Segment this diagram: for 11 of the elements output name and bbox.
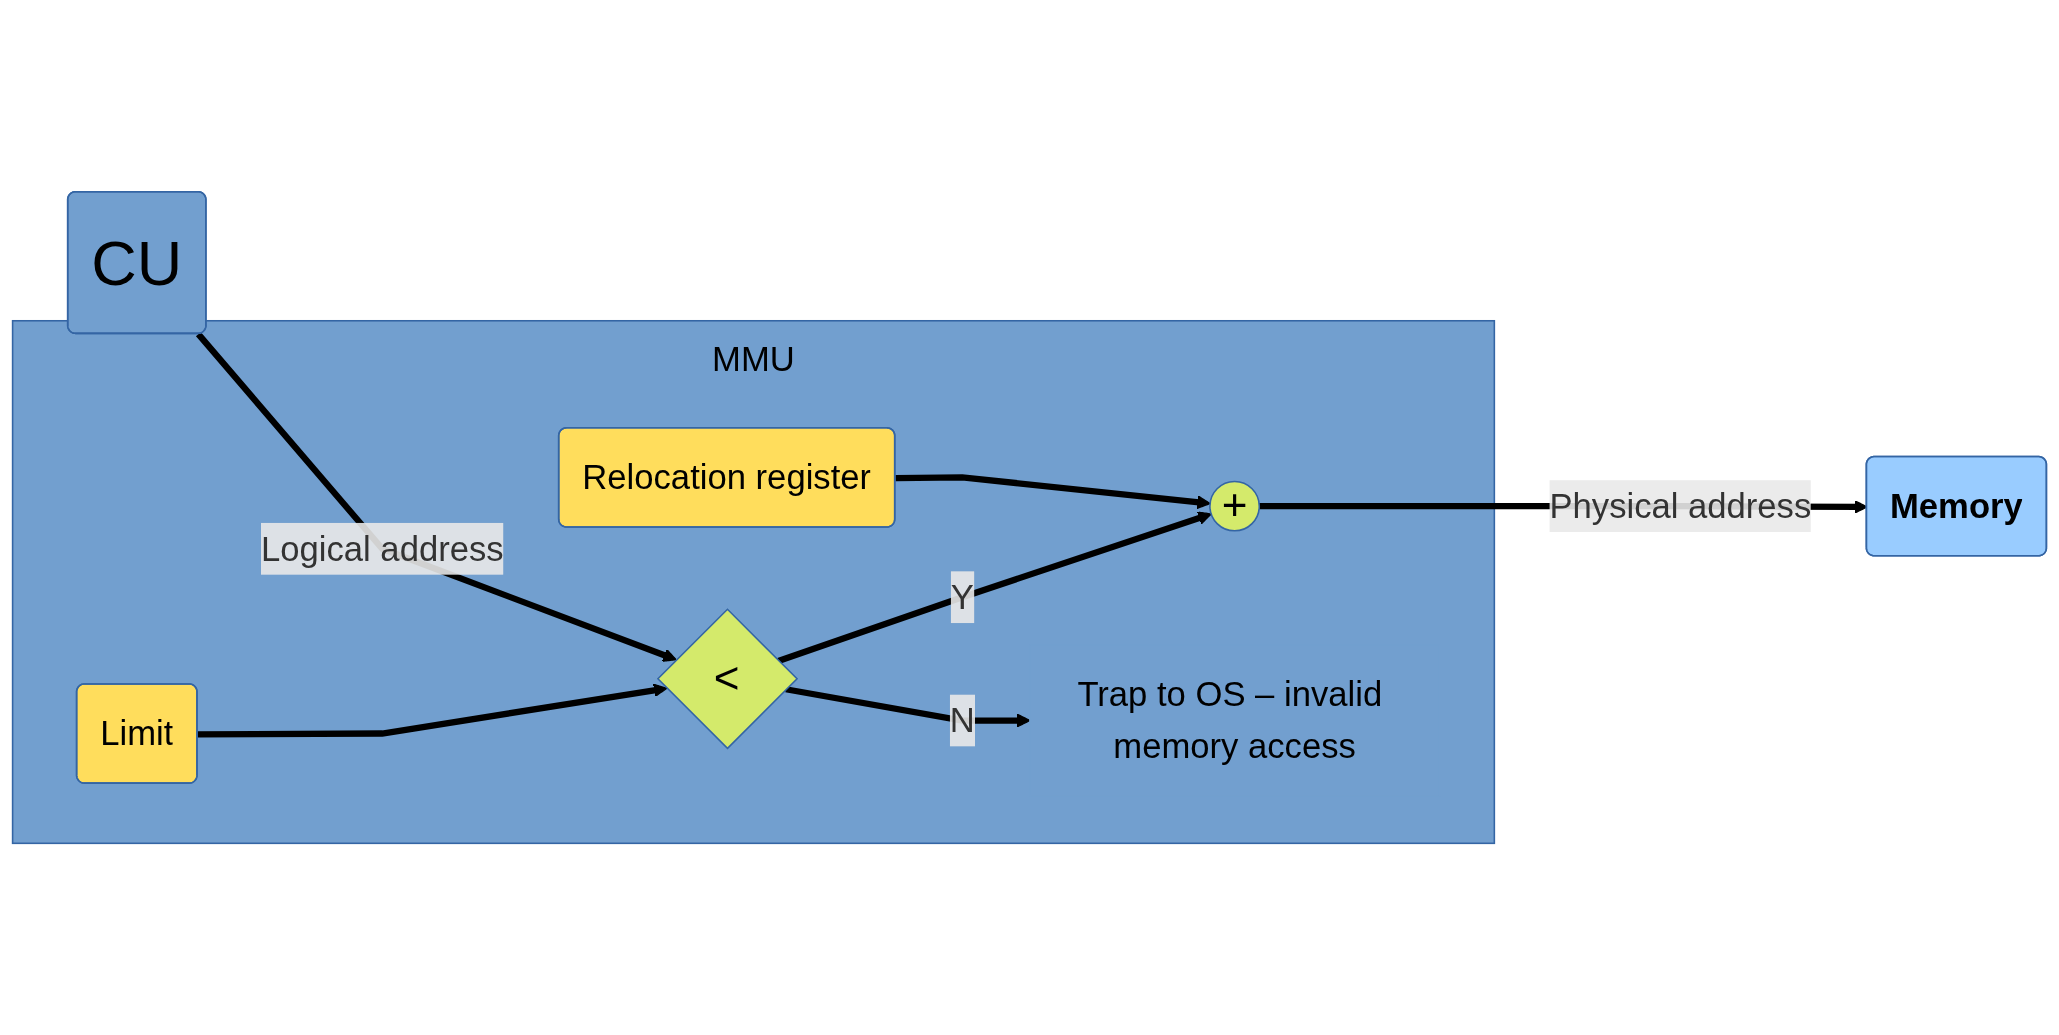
arrow (895, 474, 1211, 510)
edge-label: Logical address (260, 529, 504, 569)
arrow (197, 683, 668, 738)
arrow (777, 511, 1212, 664)
edge-label: Physical address (1549, 486, 1812, 526)
edge-label: Y (950, 577, 974, 617)
node-diamond: < (656, 608, 799, 750)
arrow (195, 332, 677, 662)
node-circle: + (1209, 480, 1261, 532)
node-text: Trap to OS – invalid memory access (1077, 674, 1383, 767)
edge-label: N (949, 700, 975, 741)
